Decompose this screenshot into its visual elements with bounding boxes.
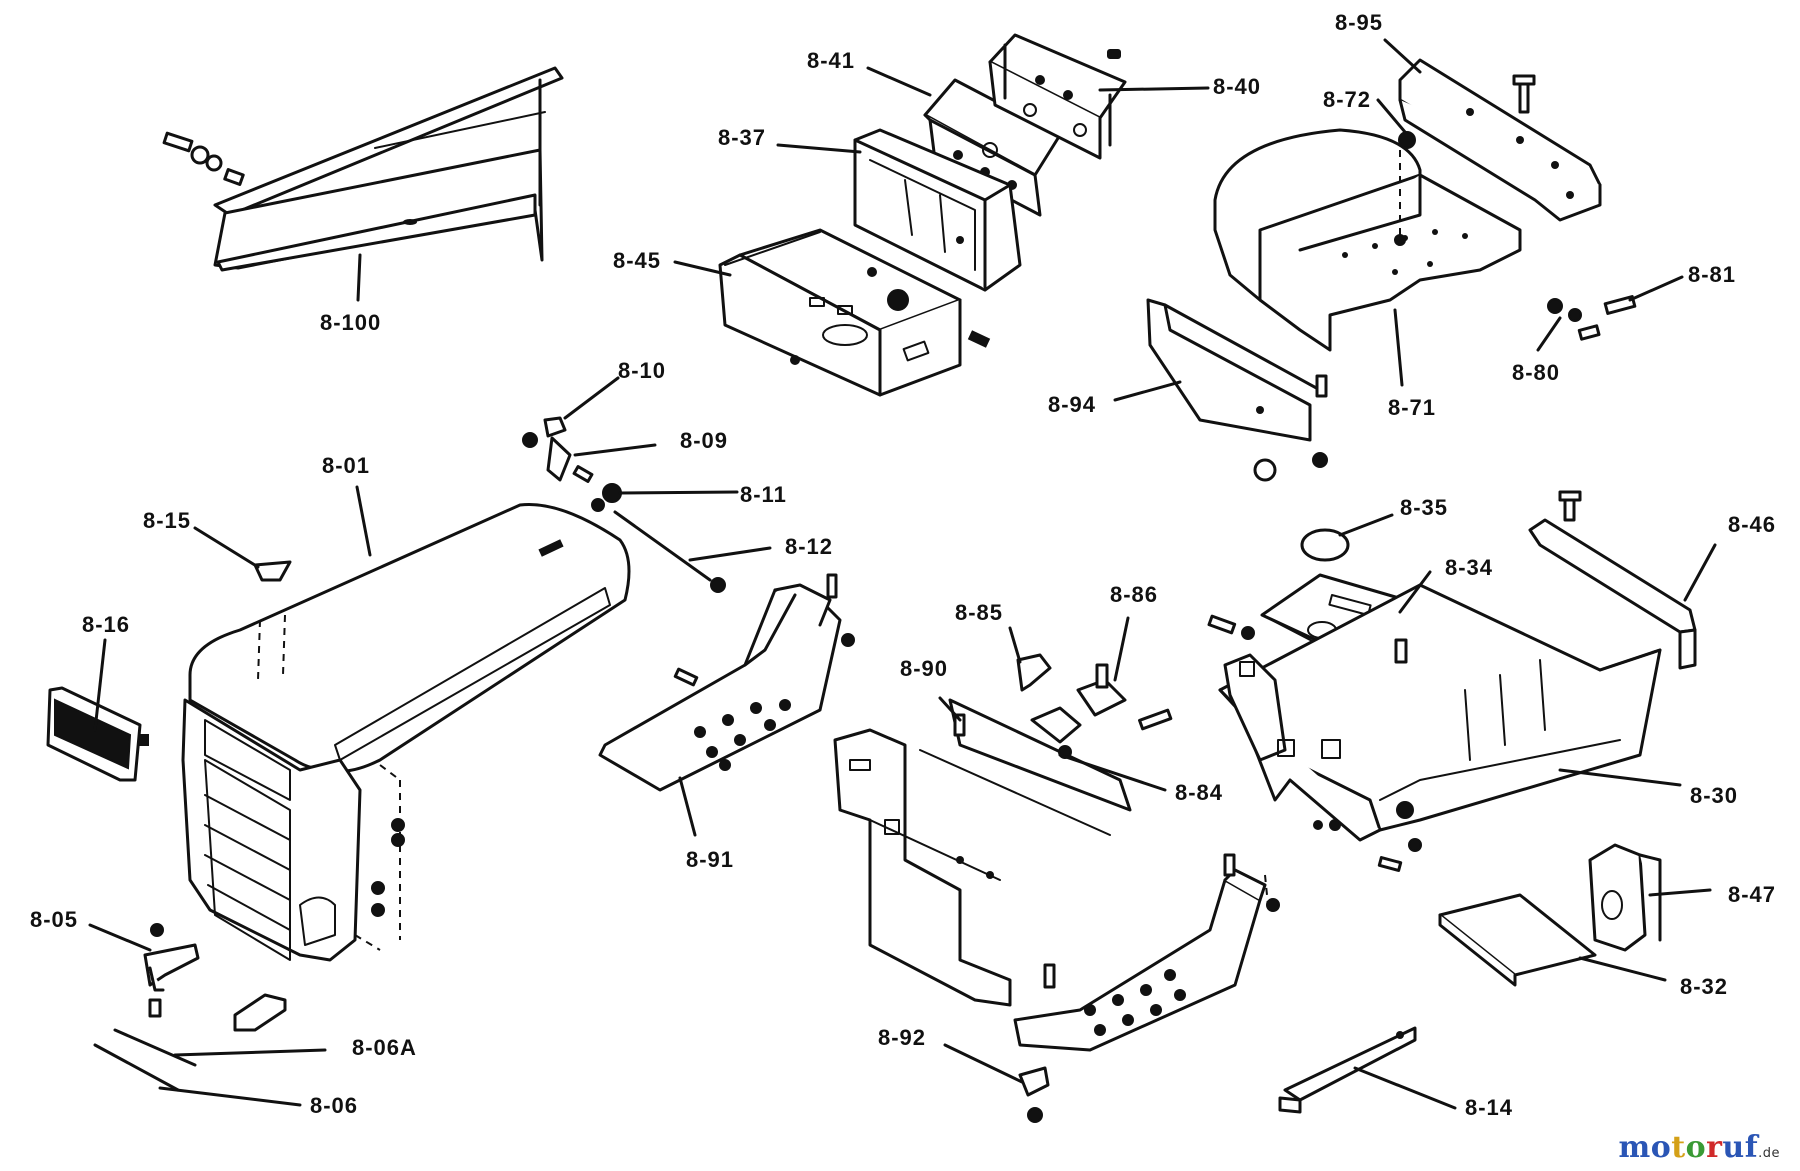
callout-8-80: 8-80: [1512, 360, 1560, 385]
part-8-30-main-frame: [1207, 583, 1662, 872]
callout-8-85: 8-85: [955, 600, 1003, 625]
part-8-35-cap: [1300, 528, 1350, 562]
leader-lines: [88, 38, 1717, 1110]
callout-8-92: 8-92: [878, 1025, 926, 1050]
watermark-letter: r: [1706, 1130, 1723, 1165]
grille-body: [181, 614, 405, 962]
part-8-45-support-tray: [718, 228, 991, 397]
part-8-06-rod: [93, 1043, 180, 1092]
right-footrest: [1013, 853, 1280, 1052]
callout-8-35: 8-35: [1400, 495, 1448, 520]
part-8-72-nut: [1398, 131, 1416, 149]
part-8-11-bushing: [572, 465, 622, 512]
watermark-tld: .de: [1758, 1146, 1780, 1161]
part-8-81-bolt: [1603, 295, 1637, 315]
callout-8-72: 8-72: [1323, 87, 1371, 112]
part-8-85-clip: [1016, 653, 1052, 692]
callout-8-09: 8-09: [680, 428, 728, 453]
part-8-46-rear-bracket: [1528, 490, 1697, 670]
callout-8-84: 8-84: [1175, 780, 1223, 805]
callout-8-34: 8-34: [1445, 555, 1493, 580]
callout-8-10: 8-10: [618, 358, 666, 383]
callout-8-15: 8-15: [143, 508, 191, 533]
callout-8-16: 8-16: [82, 612, 130, 637]
motoruf-watermark: motoruf.de: [1618, 1130, 1780, 1165]
part-8-91-footrest: [598, 573, 855, 792]
callout-labels: 8-100 8-41 8-40 8-37 8-45 8-95 8-72 8-81…: [30, 10, 1776, 1120]
part-8-10-knob: [543, 416, 567, 438]
callout-8-46: 8-46: [1728, 512, 1776, 537]
callout-8-45: 8-45: [613, 248, 661, 273]
part-8-40-panel-plate: [988, 33, 1127, 160]
part-8-92-clip: [1018, 1066, 1050, 1123]
callout-8-05: 8-05: [30, 907, 78, 932]
part-8-86-bracket: [1076, 663, 1173, 731]
bolt-set-8-100: [162, 131, 245, 186]
part-8-14-channel-bracket: [1278, 1026, 1417, 1114]
part-8-06A-rod: [113, 1028, 197, 1067]
watermark-letter: o: [1650, 1130, 1672, 1165]
part-8-71-seat-pan: [1213, 128, 1522, 352]
callout-8-100: 8-100: [320, 310, 381, 335]
watermark-letters: motoruf: [1618, 1130, 1758, 1165]
watermark-letter: o: [1685, 1130, 1707, 1165]
callout-8-32: 8-32: [1680, 974, 1728, 999]
callout-8-06: 8-06: [310, 1093, 358, 1118]
watermark-letter: u: [1722, 1130, 1745, 1165]
part-8-05-hinge-bracket: [143, 923, 200, 1018]
part-8-37-dash-housing: [853, 128, 1022, 292]
callout-8-40: 8-40: [1213, 74, 1261, 99]
watermark-letter: m: [1618, 1130, 1651, 1165]
part-8-12-rod: [613, 510, 726, 593]
callout-8-12: 8-12: [785, 534, 833, 559]
callout-8-30: 8-30: [1690, 783, 1738, 808]
callout-8-14: 8-14: [1465, 1095, 1513, 1120]
callout-8-94: 8-94: [1048, 392, 1096, 417]
part-8-15-latch-clip: [253, 560, 292, 582]
part-8-94-seat-support: [1146, 298, 1328, 482]
callout-8-95: 8-95: [1335, 10, 1383, 35]
watermark-letter: f: [1744, 1130, 1759, 1165]
part-8-100-support-bar: [162, 66, 564, 272]
callout-8-71: 8-71: [1388, 395, 1436, 420]
part-8-47-guard-bracket: [1588, 843, 1662, 952]
callout-8-81: 8-81: [1688, 262, 1736, 287]
part-8-90-frame: [833, 698, 1132, 1007]
callout-8-11: 8-11: [740, 482, 787, 507]
callout-8-37: 8-37: [718, 125, 766, 150]
callout-8-06A: 8-06A: [352, 1035, 417, 1060]
watermark-letter: t: [1671, 1130, 1686, 1165]
callout-8-90: 8-90: [900, 656, 948, 681]
callout-8-41: 8-41: [807, 48, 855, 73]
part-8-16-emblem: [46, 686, 149, 782]
part-8-80-washers: [1547, 298, 1601, 341]
callout-8-91: 8-91: [686, 847, 734, 872]
part-8-32-cover-plate: [1438, 893, 1597, 987]
callout-8-86: 8-86: [1110, 582, 1158, 607]
callout-8-01: 8-01: [322, 453, 370, 478]
part-8-95-seat-bracket: [1398, 58, 1602, 222]
callout-8-47: 8-47: [1728, 882, 1776, 907]
hood-stop-bracket: [233, 993, 287, 1032]
part-8-09-pivot-plate: [522, 432, 572, 482]
